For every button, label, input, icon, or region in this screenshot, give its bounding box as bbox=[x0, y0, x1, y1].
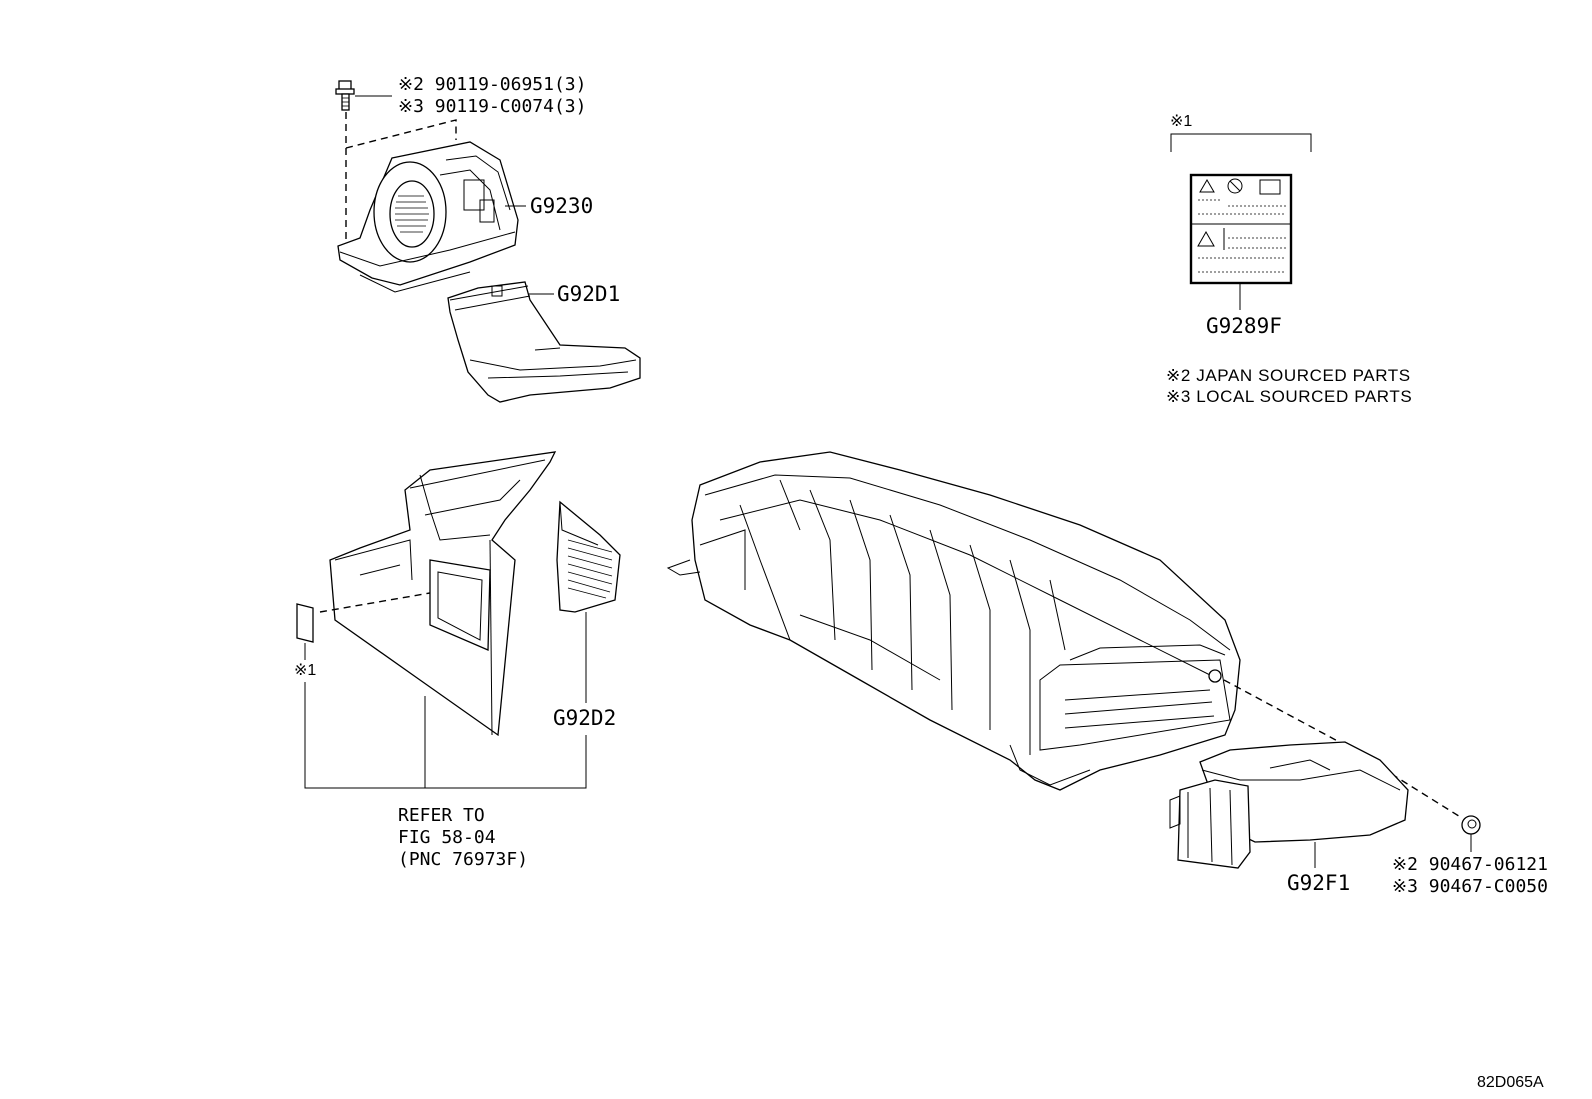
label-plate-callout: G9289F bbox=[1206, 314, 1282, 338]
side-duct-callout: G92D2 bbox=[553, 706, 616, 730]
battery-pack-drawing bbox=[666, 451, 1241, 791]
sticker-note-marker: ※1 bbox=[294, 662, 316, 679]
cover-drawing bbox=[1169, 741, 1409, 869]
label-note-marker: ※1 bbox=[1170, 113, 1192, 130]
refer-to-line3: (PNC 76973F) bbox=[398, 849, 528, 870]
warning-label-plate bbox=[1189, 173, 1293, 285]
blower-callout: G9230 bbox=[530, 194, 593, 218]
bolt-part-number-japan: ※2 90119-06951(3) bbox=[398, 74, 586, 95]
nut-drawing bbox=[1461, 815, 1481, 835]
nut-part-number-local: ※3 90467-C0050 bbox=[1392, 876, 1548, 897]
nut-part-number-japan: ※2 90467-06121 bbox=[1392, 854, 1548, 875]
legend-japan-sourced: ※2 JAPAN SOURCED PARTS bbox=[1166, 366, 1411, 385]
refer-to-line1: REFER TO bbox=[398, 805, 485, 826]
upper-duct-callout: G92D1 bbox=[557, 282, 620, 306]
upper-duct-drawing bbox=[447, 281, 641, 403]
label-bracket bbox=[1170, 133, 1312, 152]
bolt-drawing bbox=[335, 80, 392, 111]
cover-callout: G92F1 bbox=[1287, 871, 1350, 895]
side-duct-drawing bbox=[556, 500, 621, 613]
blower-fan-drawing bbox=[337, 141, 519, 293]
figure-code: 82D065A bbox=[1477, 1074, 1544, 1091]
small-label-sticker bbox=[296, 603, 314, 643]
legend-local-sourced: ※3 LOCAL SOURCED PARTS bbox=[1166, 387, 1412, 406]
refer-to-line2: FIG 58-04 bbox=[398, 827, 496, 848]
bolt-part-number-local: ※3 90119-C0074(3) bbox=[398, 96, 586, 117]
side-panel-drawing bbox=[329, 451, 557, 737]
